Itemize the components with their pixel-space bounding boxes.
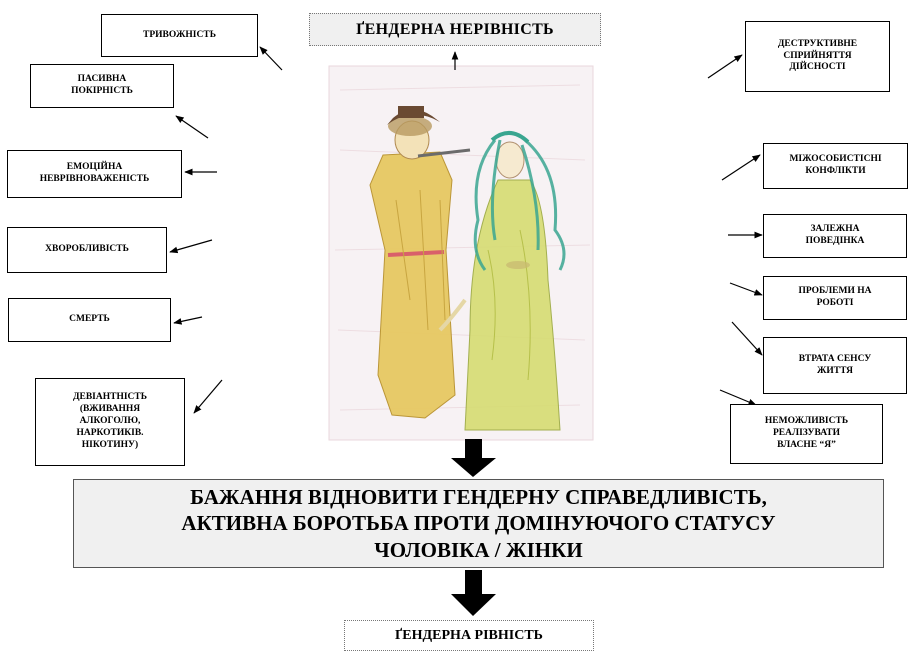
down-arrow-icon bbox=[451, 570, 496, 616]
man-figure bbox=[369, 106, 471, 419]
box-death-label: СМЕРТЬ bbox=[69, 314, 110, 325]
box-passive-label: ПАСИВНА ПОКІРНІСТЬ bbox=[71, 74, 133, 96]
box-passive-submission: ПАСИВНА ПОКІРНІСТЬ bbox=[30, 64, 174, 108]
box-interpersonal-conflicts: МІЖОСОБИСТІСНІ КОНФЛІКТИ bbox=[763, 143, 908, 189]
box-emotional-imbalance: ЕМОЦІЙНА НЕВРІВНОВАЖЕНІСТЬ bbox=[7, 150, 182, 198]
gender-justice-text: БАЖАННЯ ВІДНОВИТИ ГЕНДЕРНУ СПРАВЕДЛИВІСТ… bbox=[181, 485, 776, 562]
top-title-box: ҐЕНДЕРНА НЕРІВНІСТЬ bbox=[309, 13, 601, 46]
box-destructive-label: ДЕСТРУКТИВНЕ СПРИЙНЯТТЯ ДІЙСНОСТІ bbox=[777, 38, 858, 73]
box-death: СМЕРТЬ bbox=[8, 298, 171, 342]
bottom-title-box: ҐЕНДЕРНА РІВНІСТЬ bbox=[344, 620, 594, 651]
box-anxiety-label: ТРИВОЖНІСТЬ bbox=[143, 29, 216, 40]
box-work-label: ПРОБЛЕМИ НА РОБОТІ bbox=[798, 286, 872, 308]
box-emotional-label: ЕМОЦІЙНА НЕВРІВНОВАЖЕНІСТЬ bbox=[39, 162, 150, 184]
sash-icon bbox=[387, 250, 445, 257]
gender-justice-box: БАЖАННЯ ВІДНОВИТИ ГЕНДЕРНУ СПРАВЕДЛИВІСТ… bbox=[73, 479, 884, 568]
box-anxiety: ТРИВОЖНІСТЬ bbox=[101, 14, 258, 57]
hair-icon bbox=[473, 138, 566, 271]
box-loss-of-meaning: ВТРАТА СЕНСУ ЖИТТЯ bbox=[763, 337, 907, 394]
top-title: ҐЕНДЕРНА НЕРІВНІСТЬ bbox=[356, 20, 554, 38]
box-self-realization: НЕМОЖЛИВІСТЬ РЕАЛІЗУВАТИ ВЛАСНЕ “Я” bbox=[730, 404, 883, 464]
flute-icon bbox=[417, 148, 471, 158]
box-illness-label: ХВОРОБЛИВІСТЬ bbox=[45, 244, 129, 255]
down-arrow-icon bbox=[451, 439, 496, 477]
box-destructive-perception: ДЕСТРУКТИВНЕ СПРИЙНЯТТЯ ДІЙСНОСТІ bbox=[745, 21, 890, 92]
box-self-label: НЕМОЖЛИВІСТЬ РЕАЛІЗУВАТИ ВЛАСНЕ “Я” bbox=[764, 416, 849, 450]
box-meaning-label: ВТРАТА СЕНСУ ЖИТТЯ bbox=[798, 353, 872, 376]
woman-figure bbox=[438, 131, 566, 431]
box-dependent-behavior: ЗАЛЕЖНА ПОВЕДІНКА bbox=[763, 214, 907, 258]
box-work-problems: ПРОБЛЕМИ НА РОБОТІ bbox=[763, 276, 907, 320]
box-illness: ХВОРОБЛИВІСТЬ bbox=[7, 227, 167, 273]
box-conflicts-label: МІЖОСОБИСТІСНІ КОНФЛІКТИ bbox=[789, 154, 882, 176]
connector-arrows bbox=[169, 46, 763, 414]
box-dependent-label: ЗАЛЕЖНА ПОВЕДІНКА bbox=[805, 224, 865, 246]
illustration bbox=[328, 65, 594, 441]
box-deviance-label: ДЕВІАНТНІСТЬ (ВЖИВАННЯ АЛКОГОЛЮ, НАРКОТИ… bbox=[72, 392, 148, 450]
box-deviance: ДЕВІАНТНІСТЬ (ВЖИВАННЯ АЛКОГОЛЮ, НАРКОТИ… bbox=[35, 378, 185, 466]
bottom-title: ҐЕНДЕРНА РІВНІСТЬ bbox=[395, 627, 543, 643]
